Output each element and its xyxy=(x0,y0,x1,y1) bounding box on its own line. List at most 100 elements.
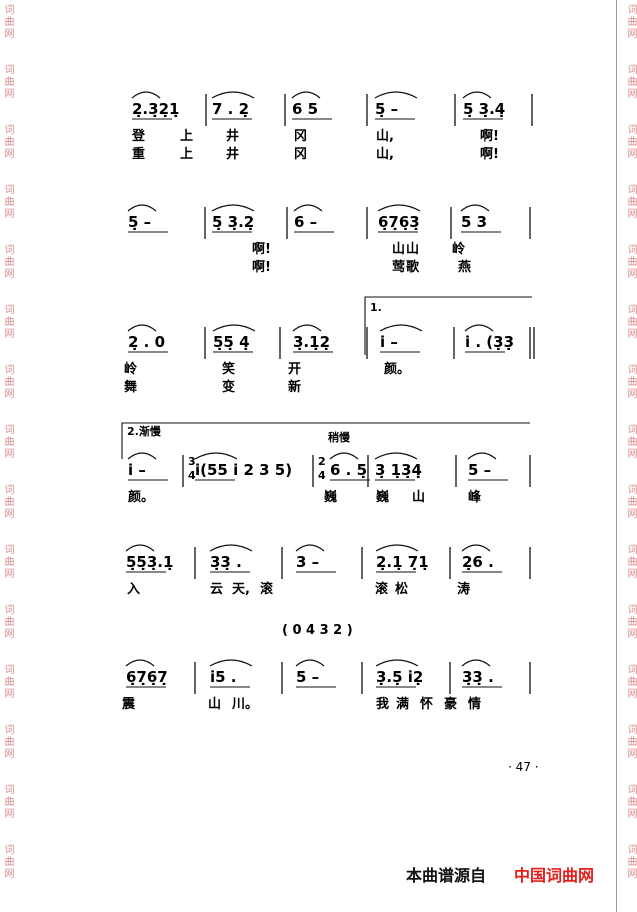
watermark-text: 词曲网 xyxy=(2,64,13,100)
note-group: 2̣6 . xyxy=(462,553,494,571)
slur xyxy=(467,452,497,460)
bracket-notes: ( 0 4 3 2 ) xyxy=(282,623,353,638)
slur xyxy=(125,659,155,667)
source-site-link[interactable]: 中国词曲网 xyxy=(514,866,595,885)
slur xyxy=(194,452,238,460)
watermark-text: 词曲网 xyxy=(2,484,13,520)
slur xyxy=(295,659,325,667)
lyric-verse-1: 啊! xyxy=(480,129,499,144)
lyric-verse-2: 冈 xyxy=(294,147,307,162)
slur xyxy=(375,544,419,552)
lyric-verse-1: 上 xyxy=(180,129,193,144)
volta-label: 1. xyxy=(370,301,382,314)
lyric-verse-2: 舞 xyxy=(123,379,137,395)
lyric-verse-1: 岭 xyxy=(124,361,137,377)
watermark-text: 词曲网 xyxy=(625,64,636,100)
lyric-verse-2: 上 xyxy=(180,147,193,162)
note-group: 2̣ . 0 xyxy=(128,333,165,351)
slur xyxy=(209,544,253,552)
slur xyxy=(375,659,419,667)
slur xyxy=(293,204,323,212)
lyric-verse-2: 燕 xyxy=(458,259,471,275)
watermark-text: 词曲网 xyxy=(625,424,636,460)
watermark-text: 词曲网 xyxy=(2,304,13,340)
note-group: 5 – xyxy=(468,461,491,479)
lyric-verse-1: 滚 xyxy=(260,581,274,597)
note-group: 5̣ 3̣.2̣ xyxy=(212,213,254,231)
slur xyxy=(464,324,494,332)
lyric-verse-1: 云 xyxy=(210,582,223,597)
score-system-4: i –i(55 i 2 3 5)6 . 5̣3̣ 1̣3̣4̣5 –颜。巍巍山峰… xyxy=(121,422,531,505)
note-group: i(55 i 2 3 5) xyxy=(195,461,292,479)
note-group: 3̣.1̣2̣ xyxy=(293,333,330,351)
lyric-verse-1: 山, xyxy=(376,128,394,144)
note-group: 5̣ 3̣.4̣ xyxy=(463,100,505,118)
lyric-verse-1: 震 xyxy=(121,697,136,712)
lyric-verse-1: 山 xyxy=(412,489,425,505)
tempo-marking: 稍慢 xyxy=(328,430,351,444)
watermark-text: 词曲网 xyxy=(625,784,636,820)
note-group: 5̣5̣ 4̣ xyxy=(213,333,250,351)
slur xyxy=(209,659,253,667)
slur xyxy=(377,204,421,212)
note-group: 6 5 xyxy=(292,100,318,118)
lyric-verse-1: 满 xyxy=(396,696,409,712)
watermark-text: 词曲网 xyxy=(625,604,636,640)
slur xyxy=(212,324,256,332)
watermark-text: 词曲网 xyxy=(625,124,636,160)
slur xyxy=(211,204,255,212)
lyric-verse-1: 山 xyxy=(392,241,405,257)
watermark-right: 词曲网词曲网词曲网词曲网词曲网词曲网词曲网词曲网词曲网词曲网词曲网词曲网词曲网词… xyxy=(623,0,637,912)
lyric-verse-1: 入 xyxy=(127,582,140,597)
watermark-text: 词曲网 xyxy=(2,124,13,160)
lyric-verse-1: 山 xyxy=(208,696,221,712)
note-group: 2̣.3̣2̣1̣ xyxy=(132,100,179,118)
watermark-text: 词曲网 xyxy=(625,304,636,340)
note-group: 5 – xyxy=(296,668,319,686)
slur xyxy=(460,204,490,212)
lyric-verse-1: 巍 xyxy=(376,489,389,505)
watermark-text: 词曲网 xyxy=(625,844,636,880)
note-group: i – xyxy=(128,461,146,479)
lyric-verse-2: 山, xyxy=(376,146,394,162)
volta-bracket xyxy=(121,422,530,459)
lyric-verse-2: 新 xyxy=(288,379,301,395)
time-signature-top: 2 xyxy=(318,455,326,468)
watermark-text: 词曲网 xyxy=(2,604,13,640)
lyric-verse-1: 滚 xyxy=(375,581,389,597)
lyric-verse-1: 啊! xyxy=(252,242,271,257)
lyric-verse-1: 松 xyxy=(395,581,408,597)
note-group: 5̣ – xyxy=(375,100,398,118)
slur xyxy=(131,91,161,99)
lyric-verse-1: 山 xyxy=(406,241,419,257)
slur xyxy=(125,544,155,552)
note-group: 6 – xyxy=(294,213,317,231)
lyric-verse-1: 井 xyxy=(226,128,239,144)
lyric-verse-2: 啊! xyxy=(252,260,271,275)
note-group: 3̣ 1̣3̣4̣ xyxy=(375,461,422,479)
watermark-text: 词曲网 xyxy=(2,664,13,700)
lyric-verse-1: 笑 xyxy=(222,361,235,377)
watermark-text: 词曲网 xyxy=(625,544,636,580)
note-group: 6̣7̣6̣3̣ xyxy=(378,213,420,231)
slur xyxy=(374,91,418,99)
lyric-verse-1: 巍 xyxy=(324,489,337,505)
watermark-text: 词曲网 xyxy=(2,244,13,280)
watermark-text: 词曲网 xyxy=(625,664,636,700)
note-group: 5̣ – xyxy=(128,213,151,231)
lyric-verse-1: 岭 xyxy=(452,241,465,257)
source-prefix: 本曲谱源自 xyxy=(406,866,487,885)
lyric-verse-1: 豪 xyxy=(444,696,457,712)
watermark-text: 词曲网 xyxy=(625,244,636,280)
lyric-verse-2: 井 xyxy=(226,146,239,162)
note-group: i . (3̣3̣ xyxy=(465,333,514,351)
lyric-verse-2: 莺 xyxy=(392,259,405,275)
watermark-text: 词曲网 xyxy=(2,424,13,460)
page-number: · 47 · xyxy=(508,760,539,774)
slur xyxy=(291,91,321,99)
slur xyxy=(211,91,255,99)
note-group: 2̣.1̣ 7̣1̣ xyxy=(376,553,429,571)
lyric-verse-1: 冈 xyxy=(294,129,307,144)
